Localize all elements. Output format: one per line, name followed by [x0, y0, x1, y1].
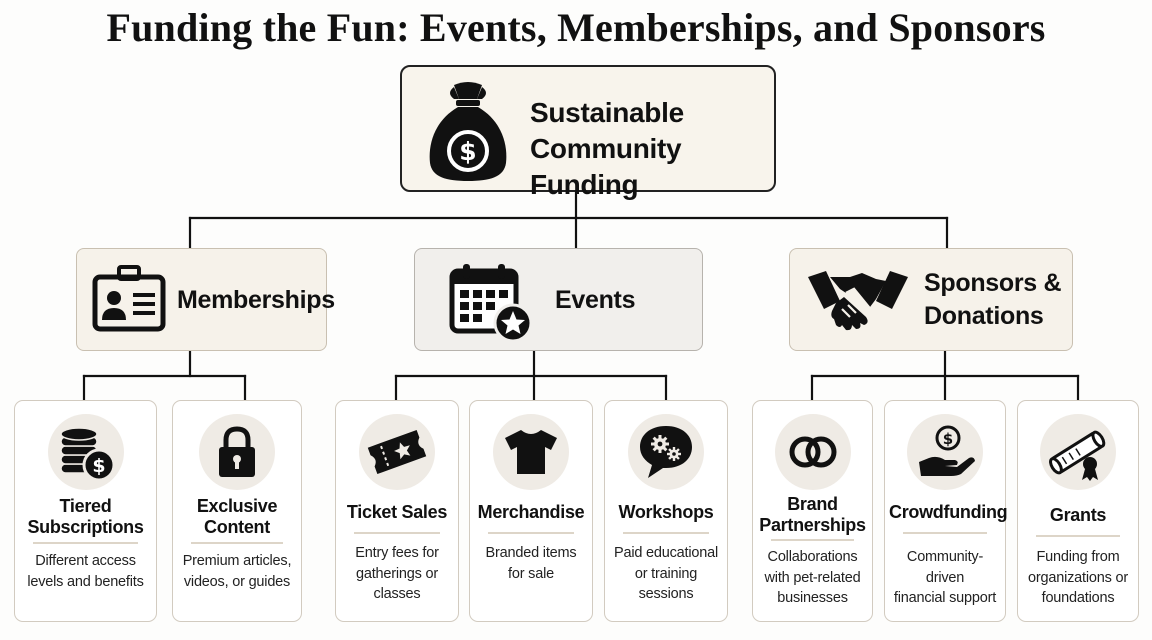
card-desc-line2: for sale — [508, 565, 554, 582]
card-title: Workshops — [618, 502, 714, 522]
card-icon-circle — [628, 414, 704, 490]
root-node: $ Sustainable Community Funding — [400, 65, 776, 200]
card-divider — [623, 532, 709, 534]
category-memberships: Memberships — [76, 248, 335, 351]
card-icon-circle: $ — [47, 414, 124, 490]
card-title: Ticket Sales — [346, 502, 448, 522]
card-title: Crowdfunding — [889, 502, 1008, 522]
card-desc-line1: Premium articles, — [182, 553, 292, 569]
card-icon-circle — [493, 414, 569, 490]
category-sponsors-label-line1: Sponsors & — [924, 269, 1062, 297]
card-desc-line2: organizations or — [1028, 569, 1128, 586]
card-divider — [33, 542, 138, 544]
card-desc-line2: gatherings or — [355, 565, 439, 582]
calendar-star-icon — [449, 264, 533, 343]
card-title-line2: Partnerships — [759, 515, 866, 535]
id-badge-icon — [92, 265, 166, 332]
card-crowdfunding: $ Crowdfunding Community-driven financia… — [884, 400, 1008, 622]
card-icon-circle — [774, 414, 851, 490]
card-desc-line1: Entry fees for — [355, 545, 439, 561]
card-workshops: Workshops Paid educational or training s… — [604, 400, 728, 622]
card-title-line2: Subscriptions — [27, 517, 144, 537]
card-desc-line3: businesses — [777, 590, 848, 606]
card-title: Merchandise — [477, 502, 585, 522]
root-label-line2: Community Funding — [530, 133, 682, 200]
card-desc-line1: Funding from — [1036, 549, 1120, 565]
card-title: Grants — [1049, 505, 1107, 525]
card-desc-line1: Different access — [35, 553, 136, 569]
card-desc-line1: Branded items — [485, 545, 577, 561]
category-memberships-label: Memberships — [177, 286, 335, 314]
card-desc-line1: Community-driven — [906, 549, 984, 586]
card-desc-line2: with pet-related — [764, 569, 861, 586]
card-divider — [1036, 535, 1120, 537]
card-title-line1: Brand — [787, 494, 838, 514]
coins-dollar-icon: $ — [59, 427, 115, 482]
hand-coin-icon: $ — [919, 425, 975, 476]
card-desc-line2: videos, or guides — [183, 573, 291, 590]
card-desc-line3: sessions — [638, 586, 694, 602]
linked-rings-icon — [789, 436, 836, 468]
card-divider — [903, 532, 987, 534]
card-divider — [354, 532, 440, 534]
card-title-line1: Tiered — [59, 496, 112, 516]
card-grants: Grants Funding from organizations or fou… — [1017, 400, 1139, 622]
card-title-line1: Exclusive — [196, 496, 278, 516]
category-events: Events — [414, 248, 703, 351]
category-sponsors-donations: Sponsors & Donations — [789, 248, 1073, 351]
card-icon-circle — [199, 414, 275, 490]
ticket-icon — [367, 429, 427, 475]
root-label-line1: Sustainable — [530, 97, 684, 128]
diploma-scroll-icon — [1049, 430, 1106, 481]
tshirt-icon — [505, 430, 557, 474]
card-desc-line2: levels and benefits — [27, 573, 144, 590]
svg-text:$: $ — [92, 455, 105, 477]
card-divider — [771, 539, 854, 541]
card-icon-circle: $ — [907, 414, 983, 490]
svg-text:$: $ — [459, 137, 476, 166]
category-events-label: Events — [555, 286, 636, 314]
handshake-icon — [808, 271, 908, 331]
card-divider — [488, 532, 574, 534]
card-title-line2: Content — [204, 517, 270, 537]
card-desc-line2: financial support — [893, 590, 997, 606]
card-brand-partnerships: Brand Partnerships Collaborations with p… — [752, 400, 873, 622]
padlock-icon — [219, 426, 255, 477]
card-desc-line1: Paid educational — [613, 545, 719, 561]
card-divider — [191, 542, 283, 544]
diagram-title: Funding the Fun: Events, Memberships, an… — [106, 5, 1046, 50]
card-desc-line2: or training — [634, 565, 698, 582]
money-bag-icon: $ — [429, 82, 507, 181]
card-desc-line1: Collaborations — [767, 549, 858, 565]
speech-gears-icon — [640, 426, 692, 478]
card-desc-line3: classes — [373, 586, 421, 602]
card-icon-circle — [1040, 414, 1116, 490]
card-desc-line3: foundations — [1041, 590, 1115, 606]
category-sponsors-label-line2: Donations — [924, 302, 1044, 330]
card-tiered-subscriptions: $ Tiered Subscriptions Different access … — [14, 400, 157, 622]
card-exclusive-content: Exclusive Content Premium articles, vide… — [172, 400, 302, 622]
card-merchandise: Merchandise Branded items for sale — [469, 400, 593, 622]
svg-text:$: $ — [943, 430, 953, 448]
card-icon-circle — [359, 414, 435, 490]
card-ticket-sales: Ticket Sales Entry fees for gatherings o… — [335, 400, 459, 622]
